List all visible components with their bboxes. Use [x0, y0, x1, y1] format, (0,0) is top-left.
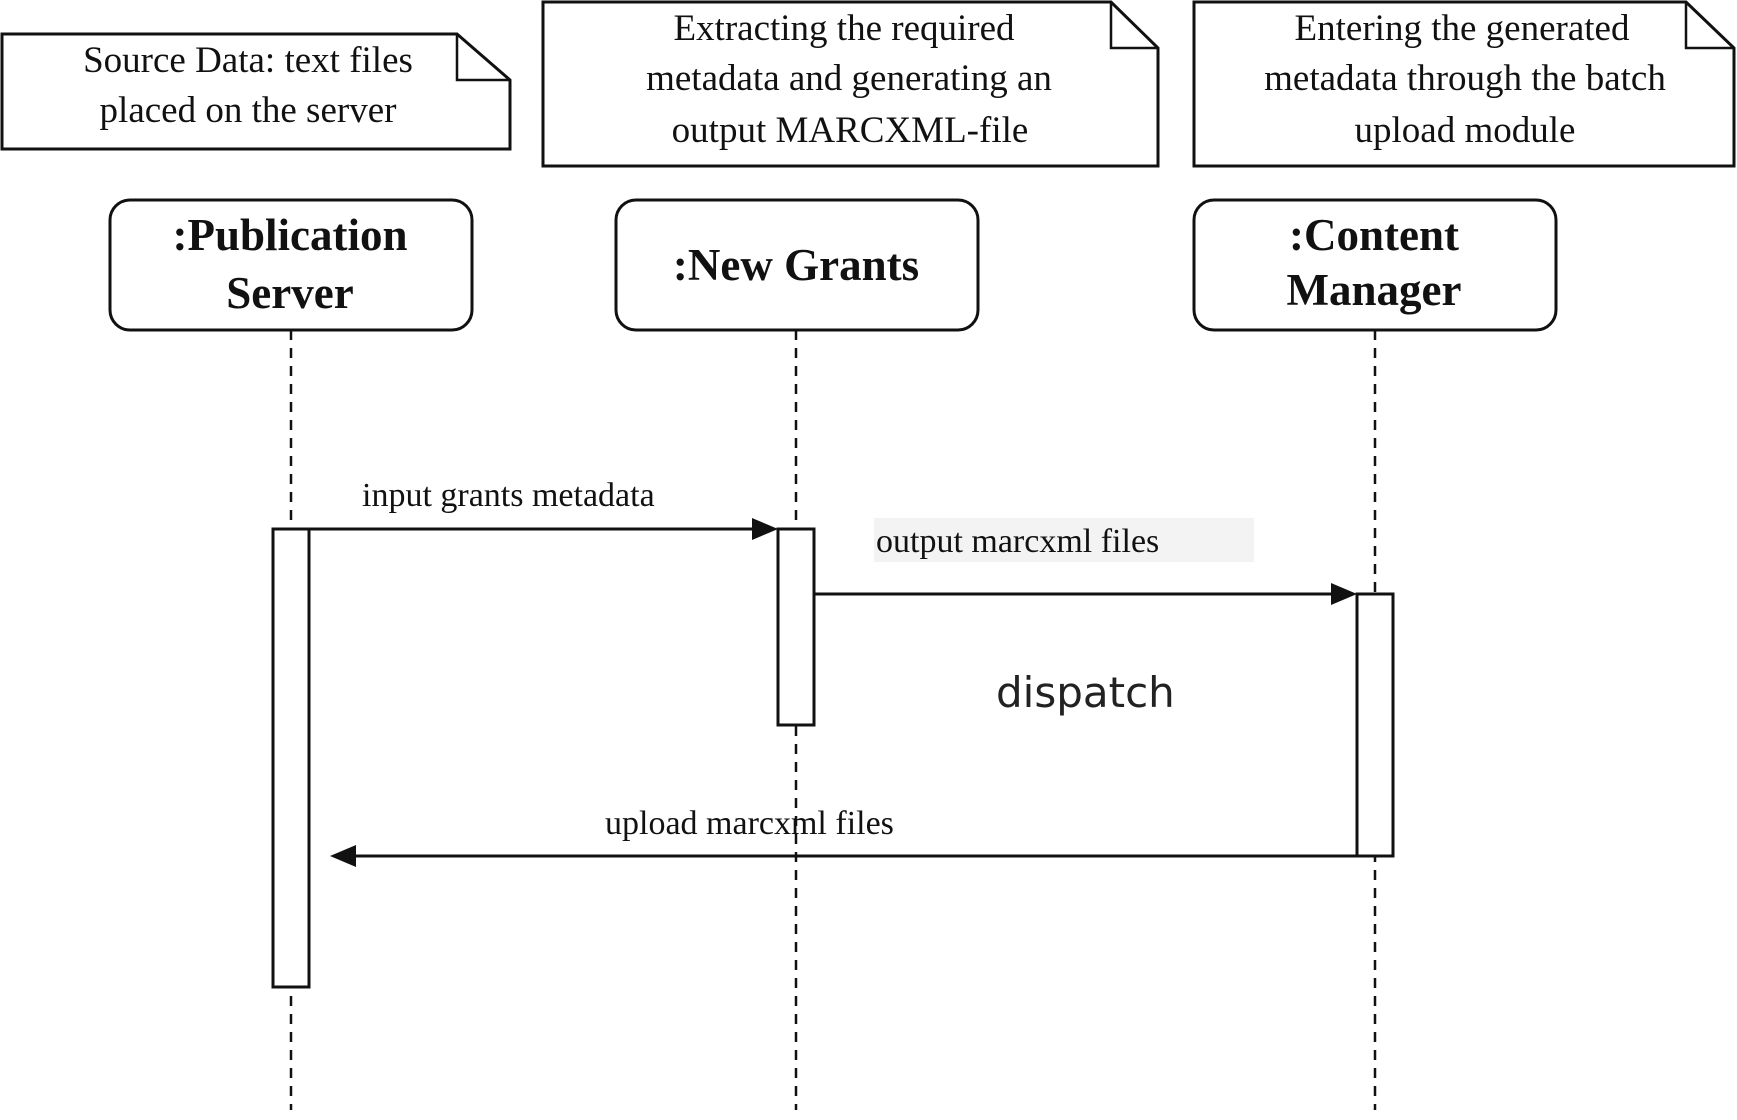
note-source-data: Source Data: text files placed on the se… — [0, 32, 512, 151]
note-extracting-line-3: output MARCXML-file — [672, 110, 1029, 151]
activation-new-grants — [776, 527, 816, 727]
note-extracting: Extracting the required metadata and gen… — [541, 0, 1160, 168]
note-source-data-line-2: placed on the server — [100, 90, 397, 131]
message-output-marcxml-files-label: output marcxml files — [876, 523, 1159, 560]
note-entering-line-2: metadata through the batch — [1264, 58, 1666, 99]
message-output-marcxml-files-label-bg — [874, 518, 1254, 562]
note-entering-line-3: upload module — [1355, 110, 1576, 151]
message-output-marcxml-files: output marcxml files — [814, 518, 1357, 605]
message-upload-marcxml-files-label: upload marcxml files — [605, 805, 894, 842]
dispatch-label: dispatch — [996, 668, 1175, 717]
note-extracting-line-2: metadata and generating an — [646, 58, 1052, 99]
arrowhead-left-icon — [330, 845, 356, 867]
lifeline-content-manager-line-1: :Content — [1289, 210, 1459, 260]
lifeline-new-grants-line-1: :New Grants — [673, 240, 919, 290]
lifeline-new-grants: :New Grants — [614, 198, 980, 332]
arrowhead-right-icon — [752, 518, 778, 540]
lifeline-content-manager: :Content Manager — [1192, 198, 1558, 332]
note-source-data-line-1: Source Data: text files — [83, 40, 413, 81]
arrowhead-right-icon — [1331, 583, 1357, 605]
lifeline-publication-server: :Publication Server — [108, 198, 474, 332]
message-input-grants-metadata-label: input grants metadata — [362, 477, 655, 514]
message-input-grants-metadata: input grants metadata — [309, 477, 778, 540]
message-upload-marcxml-files: upload marcxml files — [330, 805, 1357, 867]
note-extracting-line-1: Extracting the required — [673, 8, 1015, 49]
note-entering-line-1: Entering the generated — [1295, 8, 1630, 49]
lifeline-publication-server-line-1: :Publication — [172, 210, 407, 260]
activation-publication-server — [271, 527, 311, 989]
lifeline-publication-server-line-2: Server — [226, 268, 353, 318]
note-entering: Entering the generated metadata through … — [1192, 0, 1736, 168]
lifeline-content-manager-line-2: Manager — [1287, 265, 1462, 315]
activation-content-manager — [1355, 592, 1395, 858]
